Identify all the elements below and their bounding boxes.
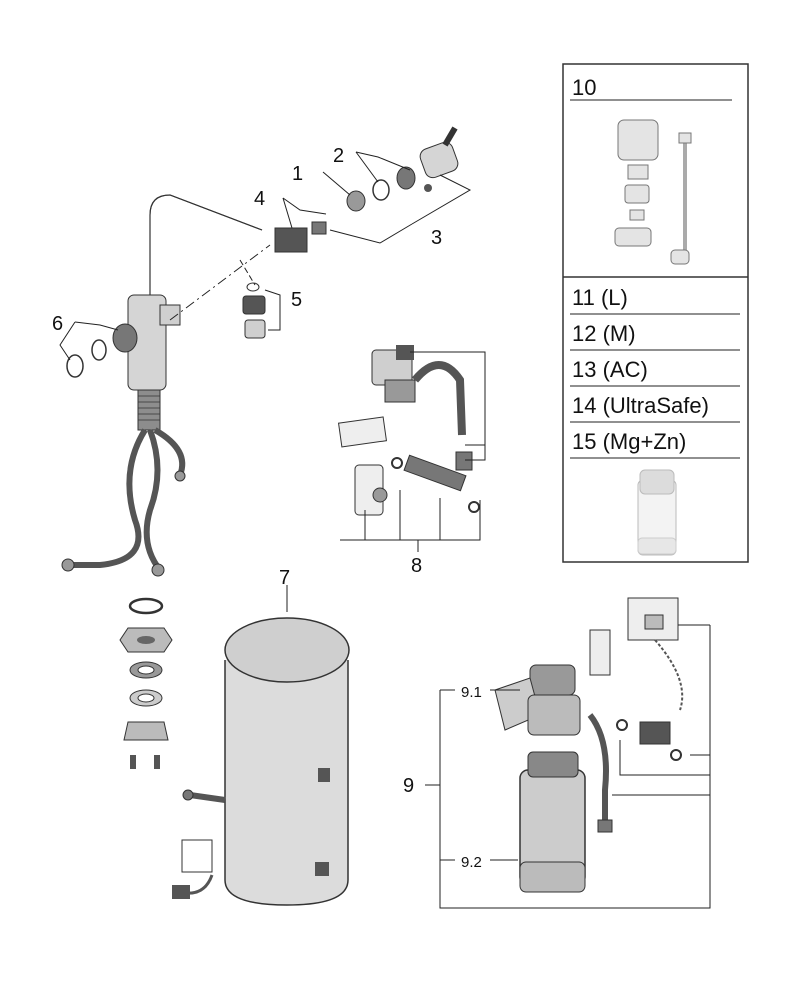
legend-item-12: 12 (M): [572, 321, 636, 346]
legend-header-10: 10: [572, 75, 596, 100]
legend-item-15: 15 (Mg+Zn): [572, 429, 686, 454]
callout-9-2: 9.2: [461, 854, 482, 871]
mounting-hardware: [119, 597, 173, 769]
valve-assembly: [337, 345, 486, 552]
callout-5: 5: [291, 289, 302, 311]
callout-3: 3: [431, 227, 442, 249]
legend-item-14: 14 (UltraSafe): [572, 393, 709, 418]
callout-6: 6: [52, 313, 63, 335]
boiler-tank: [172, 585, 350, 906]
faucet-assembly: [59, 126, 472, 577]
callout-8: 8: [411, 555, 422, 577]
cartridge-15-illustration: [637, 469, 677, 556]
callout-2: 2: [333, 145, 344, 167]
callout-9-1: 9.1: [461, 684, 482, 701]
callout-1: 1: [292, 163, 303, 185]
callout-9: 9: [403, 775, 414, 797]
legend-item-11: 11 (L): [572, 285, 628, 310]
filter-system: [425, 597, 711, 909]
legend-panel: [562, 63, 749, 563]
callout-7: 7: [279, 567, 290, 589]
legend-item-13: 13 (AC): [572, 357, 648, 382]
callout-4: 4: [254, 188, 265, 210]
kit-10-illustration: [614, 119, 692, 265]
